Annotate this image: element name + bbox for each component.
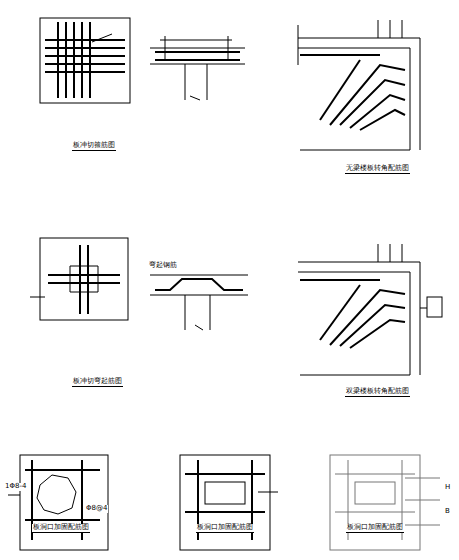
callout-label: Φ8@4 bbox=[85, 505, 108, 513]
figure-caption: 板洞口加固配筋图 bbox=[346, 524, 404, 533]
figure-caption: 板洞口加固配筋图 bbox=[196, 524, 254, 533]
callout-label: B bbox=[444, 508, 451, 516]
callout-label: 1Φ8-4 bbox=[4, 483, 27, 491]
callout-label: 弯起钢筋 bbox=[148, 262, 178, 270]
figure-caption: 板冲切箍筋图 bbox=[72, 142, 116, 151]
figure-caption: 无梁楼板转角配筋图 bbox=[345, 165, 410, 174]
figure-caption: 板冲切弯起筋图 bbox=[72, 378, 123, 387]
figure-caption: 双梁楼板转角配筋图 bbox=[345, 388, 410, 397]
figure-caption: 板洞口加固配筋图 bbox=[32, 524, 90, 533]
callout-label: H bbox=[444, 484, 451, 492]
